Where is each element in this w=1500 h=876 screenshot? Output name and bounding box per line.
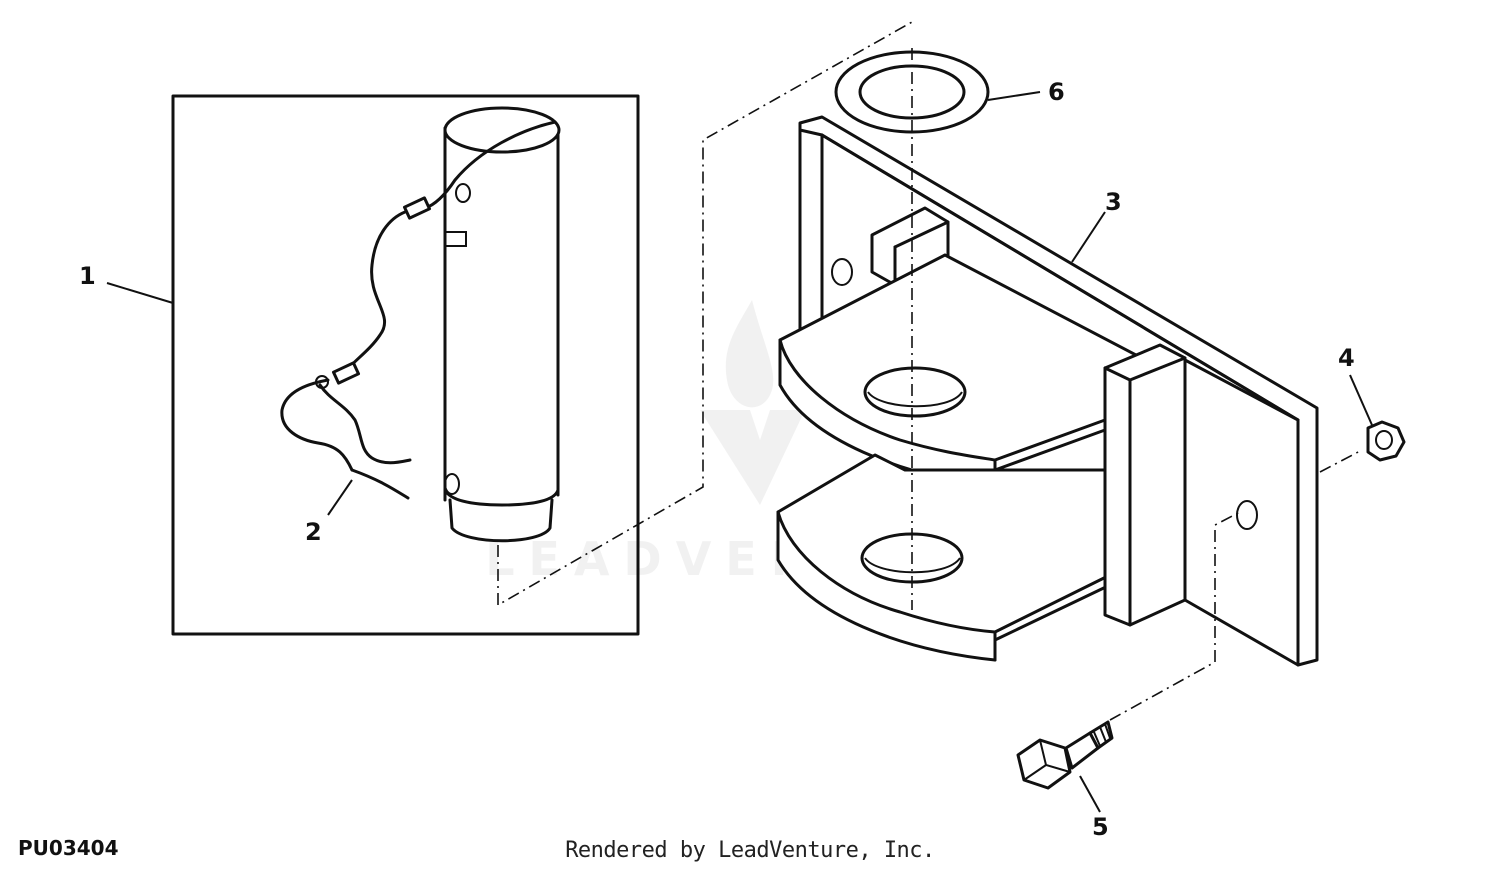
part-1-pin — [280, 106, 561, 543]
watermark-v-icon — [700, 410, 805, 505]
watermark-flame-icon — [725, 300, 774, 408]
callout-3: 3 — [1105, 188, 1122, 216]
part-3-bracket — [776, 115, 1319, 667]
assembly-line-bolt — [1109, 511, 1241, 721]
callout-5: 5 — [1092, 813, 1109, 841]
assembly-line-nut — [1319, 449, 1363, 473]
part-4-nut — [1366, 420, 1406, 462]
credit-text: Rendered by LeadVenture, Inc. — [565, 838, 935, 863]
inset-frame — [171, 94, 640, 636]
part-5-bolt — [1016, 720, 1114, 790]
callout-1: 1 — [79, 262, 96, 290]
callout-4: 4 — [1338, 344, 1355, 372]
assembly-line-pin — [497, 21, 913, 607]
callout-6: 6 — [1048, 78, 1065, 106]
callout-2: 2 — [305, 518, 322, 546]
figure-code: PU03404 — [18, 836, 119, 860]
